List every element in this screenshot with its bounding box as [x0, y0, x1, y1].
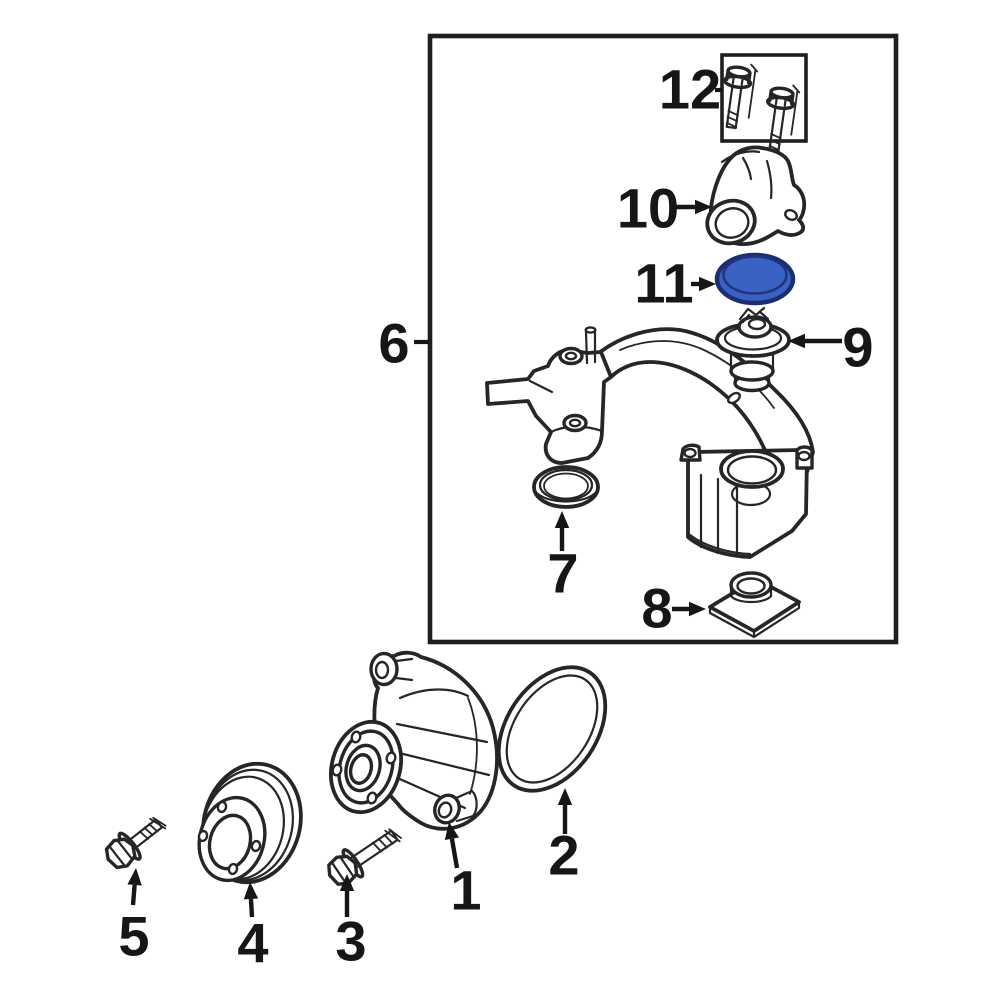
bolt-3	[327, 828, 402, 886]
part-label-3: 3	[335, 910, 366, 973]
part-arrowhead-11	[699, 276, 716, 292]
part-label-10: 10	[617, 177, 679, 240]
part-label-4: 4	[237, 912, 268, 975]
part-arrowhead-7	[554, 511, 570, 528]
part-arrow-4	[248, 898, 255, 918]
part-arrowhead-2	[557, 788, 573, 805]
part-arrow-1	[449, 838, 460, 869]
seal-11-body	[714, 252, 796, 306]
part-arrowhead-8	[689, 601, 706, 617]
part-label-12: 12	[659, 58, 721, 121]
part-label-8: 8	[641, 577, 672, 640]
thermostat-housing-10	[705, 145, 807, 246]
part-label-9: 9	[842, 316, 873, 379]
part-label-2: 2	[548, 824, 579, 887]
flange-bolt-12a	[723, 63, 759, 130]
part-arrowhead-1	[444, 822, 460, 840]
part-arrowhead-4	[243, 882, 259, 900]
water-pump-1	[329, 650, 499, 831]
bolt-5	[104, 816, 167, 870]
assembly-group-box-6	[427, 33, 899, 645]
thermostat-9	[715, 306, 791, 393]
pulley-4	[197, 761, 303, 885]
part-label-11: 11	[634, 252, 693, 315]
part-label-5: 5	[118, 905, 149, 968]
part-arrow-5	[130, 884, 137, 906]
water-crossover-pipe-6	[485, 326, 815, 559]
seal-7	[532, 465, 600, 509]
part-arrowhead-5	[127, 868, 142, 886]
part-label-6: 6	[378, 312, 409, 375]
seal-11-highlighted	[714, 252, 796, 306]
part-arrowhead-9	[788, 333, 805, 349]
hardware-box-12	[720, 53, 808, 153]
part-label-1: 1	[450, 859, 481, 922]
part-label-7: 7	[547, 542, 578, 605]
part-arrowhead-10	[695, 199, 712, 215]
o-ring-2	[496, 665, 608, 793]
part-arrowhead-3	[339, 874, 355, 891]
gasket-8	[708, 571, 801, 639]
seal-11-inner-rim	[722, 255, 788, 295]
